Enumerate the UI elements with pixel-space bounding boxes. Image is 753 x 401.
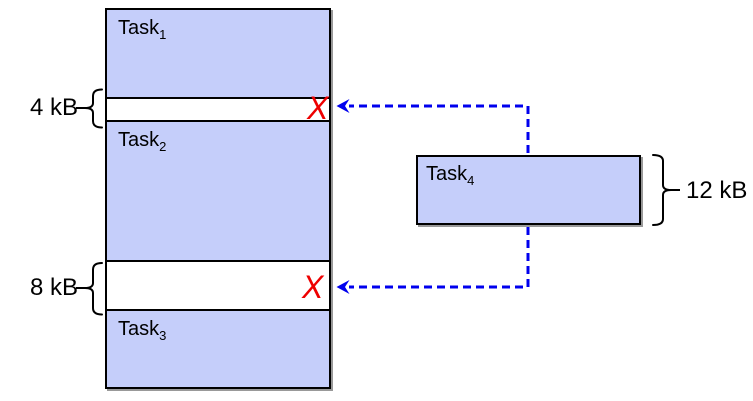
gap-size-label-4kb: 4 kB [29,94,78,121]
task1-block: Task1 [107,10,329,99]
memory-column: Task1 Task2 Task3 [105,8,331,389]
brace-task4-size [652,154,672,226]
task2-label: Task2 [118,129,167,154]
reject-x-mark-8kb: X [302,269,324,305]
task2-block: Task2 [107,120,329,262]
task4-block: Task4 [416,155,641,225]
task4-label: Task4 [426,163,475,188]
task1-label: Task1 [118,17,167,42]
reject-x-mark-4kb: X [307,90,329,126]
arrow-task4-to-4kb-gap [336,99,530,153]
brace-4kb-gap [84,88,103,129]
task3-label: Task3 [118,318,167,343]
gap-size-label-8kb: 8 kB [29,274,78,301]
brace-8kb-gap [84,262,103,316]
task4-size-label: 12 kB [686,177,748,204]
task3-block: Task3 [107,309,329,387]
arrow-task4-to-8kb-gap [336,227,530,294]
